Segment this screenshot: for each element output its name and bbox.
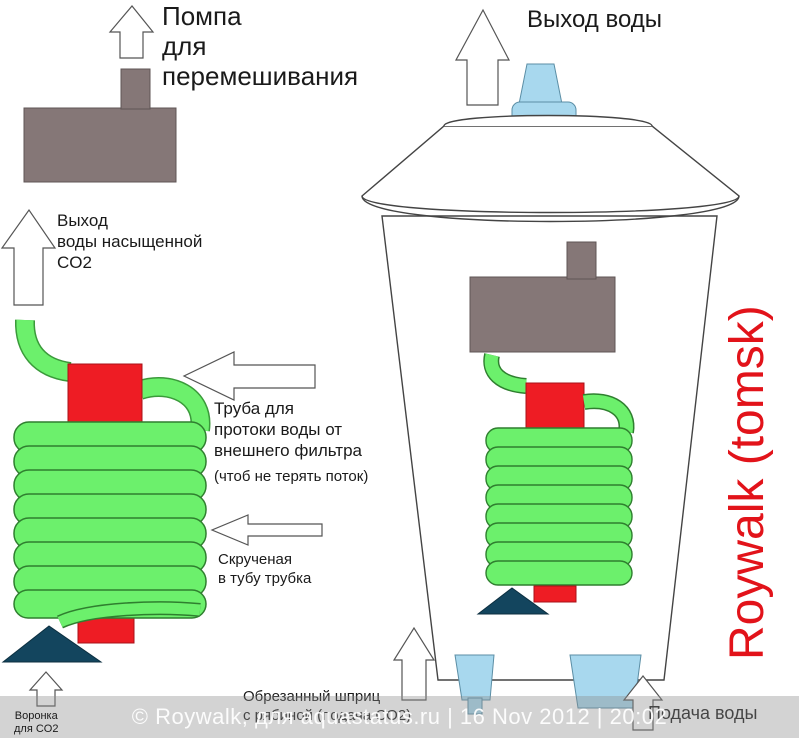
pump-right — [469, 241, 616, 353]
funnel-label: Воронка для CO2 — [14, 710, 59, 735]
pipe-note-label: (чтоб не терять поток) — [214, 468, 369, 485]
coil-left — [15, 319, 211, 432]
watermark: © Roywalk, для aquastatus.ru | 16 Nov 20… — [0, 696, 799, 738]
brand-label: Roywalk (tomsk) — [721, 305, 774, 660]
arrow-left-pipe — [182, 351, 316, 401]
water-supply-label: Подача воды — [648, 703, 758, 723]
arrow-up-funnel — [28, 671, 64, 707]
arrow-left-coil — [210, 514, 323, 546]
pump-label: Помпа для перемешивания — [162, 1, 359, 91]
funnel-left — [1, 625, 103, 663]
arrow-up-co2-water — [0, 208, 57, 306]
pump-left — [23, 68, 177, 183]
pipe-left — [67, 363, 143, 644]
coil-right — [476, 353, 635, 615]
coiled-tube-label: Скрученая в тубу трубка — [218, 551, 312, 587]
water-out-label: Выход воды — [527, 6, 663, 33]
pipe-label: Труба для протоки воды от внешнего фильт… — [214, 399, 362, 460]
reactor-legs — [454, 654, 642, 715]
syringe-label: Обрезанный шприц с рябиной (подача CO2) — [243, 688, 412, 724]
arrow-up-pump — [108, 5, 155, 59]
coil-turns-left — [13, 421, 207, 629]
arrow-up-syringe — [392, 626, 436, 701]
arrow-up-water-supply — [622, 675, 664, 731]
co2-water-out-label: Выход воды насыщенной CO2 — [57, 211, 203, 272]
arrow-up-water-out — [454, 8, 510, 106]
